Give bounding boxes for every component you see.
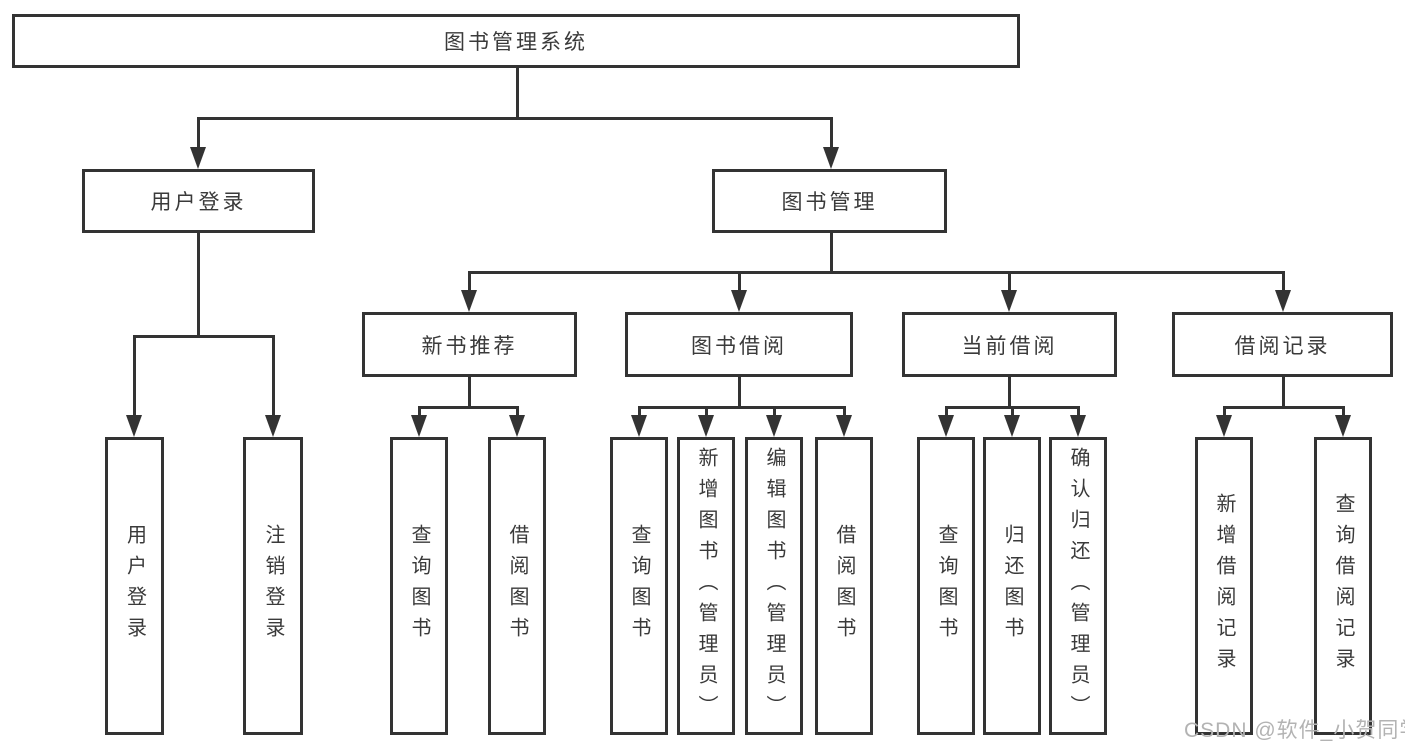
leaf-borrow-books-borrowing-label: 借阅图书 bbox=[833, 524, 855, 648]
leaf-query-books-recommend: 查询图书 bbox=[390, 437, 448, 735]
node-book-borrowing-label: 图书借阅 bbox=[691, 334, 787, 358]
leaf-logout: 注销登录 bbox=[243, 437, 303, 735]
arrowhead-down-icon bbox=[1335, 415, 1351, 437]
node-book-borrowing: 图书借阅 bbox=[625, 312, 853, 377]
connector-arrow-shaft bbox=[196, 118, 200, 161]
leaf-add-borrow-record-label: 新增借阅记录 bbox=[1213, 493, 1235, 679]
leaf-return-books-label: 归还图书 bbox=[1001, 524, 1023, 648]
connector-recommend-split bbox=[417, 405, 519, 409]
arrowhead-down-icon bbox=[461, 290, 477, 312]
node-new-book-recommend: 新书推荐 bbox=[362, 312, 577, 377]
arrowhead-down-icon bbox=[1001, 290, 1017, 312]
arrowhead-down-icon bbox=[1070, 415, 1086, 437]
leaf-query-books-current-label: 查询图书 bbox=[935, 524, 957, 648]
leaf-confirm-return-admin: 确认归还（管理员） bbox=[1049, 437, 1107, 735]
arrowhead-down-icon bbox=[265, 415, 281, 437]
leaf-query-borrow-record: 查询借阅记录 bbox=[1314, 437, 1372, 735]
connector-arrow-shaft bbox=[467, 272, 471, 304]
node-root: 图书管理系统 bbox=[12, 14, 1020, 68]
leaf-add-borrow-record: 新增借阅记录 bbox=[1195, 437, 1253, 735]
leaf-logout-label: 注销登录 bbox=[262, 524, 284, 648]
connector-user-login-stem bbox=[196, 233, 200, 336]
leaf-query-borrow-record-label: 查询借阅记录 bbox=[1332, 493, 1354, 679]
watermark: CSDN @软件_小贺同学 bbox=[1184, 719, 1405, 742]
connector-root-stem bbox=[515, 68, 519, 118]
arrowhead-down-icon bbox=[1275, 290, 1291, 312]
connector-arrow-shaft bbox=[1281, 272, 1285, 304]
connector-records-split bbox=[1222, 405, 1345, 409]
leaf-query-books-recommend-label: 查询图书 bbox=[408, 524, 430, 648]
connector-arrow-shaft bbox=[829, 118, 833, 161]
connector-arrow-shaft bbox=[271, 336, 275, 429]
connector-arrow-shaft bbox=[132, 336, 136, 429]
leaf-borrow-books-borrowing: 借阅图书 bbox=[815, 437, 873, 735]
arrowhead-down-icon bbox=[823, 147, 839, 169]
arrowhead-down-icon bbox=[836, 415, 852, 437]
node-user-login-label: 用户登录 bbox=[150, 191, 247, 214]
leaf-borrow-books-recommend: 借阅图书 bbox=[488, 437, 546, 735]
node-new-book-recommend-label: 新书推荐 bbox=[421, 334, 518, 358]
connector-user-login-split bbox=[132, 334, 275, 338]
node-current-borrowing-label: 当前借阅 bbox=[961, 334, 1058, 358]
node-current-borrowing: 当前借阅 bbox=[902, 312, 1117, 377]
node-borrow-records: 借阅记录 bbox=[1172, 312, 1393, 377]
connector-arrow-shaft bbox=[737, 272, 741, 304]
leaf-add-book-admin-label: 新增图书（管理员） bbox=[695, 446, 717, 726]
connector-recommend-stem bbox=[467, 377, 471, 407]
connector-arrow-shaft bbox=[1007, 272, 1011, 304]
arrowhead-down-icon bbox=[731, 290, 747, 312]
leaf-query-books-borrowing-label: 查询图书 bbox=[628, 524, 650, 648]
node-root-label: 图书管理系统 bbox=[444, 31, 588, 54]
leaf-query-books-current: 查询图书 bbox=[917, 437, 975, 735]
arrowhead-down-icon bbox=[1004, 415, 1020, 437]
node-borrow-records-label: 借阅记录 bbox=[1234, 334, 1331, 358]
node-book-management: 图书管理 bbox=[712, 169, 947, 233]
connector-current-stem bbox=[1007, 377, 1011, 407]
arrowhead-down-icon bbox=[766, 415, 782, 437]
leaf-add-book-admin: 新增图书（管理员） bbox=[677, 437, 735, 735]
node-book-management-label: 图书管理 bbox=[781, 191, 878, 214]
leaf-user-login-label: 用户登录 bbox=[123, 524, 146, 648]
node-user-login: 用户登录 bbox=[82, 169, 315, 233]
arrowhead-down-icon bbox=[509, 415, 525, 437]
connector-book-management-split bbox=[467, 270, 1285, 274]
connector-root-split bbox=[196, 116, 833, 120]
leaf-confirm-return-admin-label: 确认归还（管理员） bbox=[1067, 446, 1089, 726]
leaf-query-books-borrowing: 查询图书 bbox=[610, 437, 668, 735]
connector-borrowing-stem bbox=[737, 377, 741, 407]
arrowhead-down-icon bbox=[1216, 415, 1232, 437]
connector-records-stem bbox=[1281, 377, 1285, 407]
leaf-user-login: 用户登录 bbox=[105, 437, 164, 735]
leaf-edit-book-admin-label: 编辑图书（管理员） bbox=[763, 446, 785, 726]
connector-borrowing-split bbox=[637, 405, 846, 409]
arrowhead-down-icon bbox=[411, 415, 427, 437]
arrowhead-down-icon bbox=[126, 415, 142, 437]
arrowhead-down-icon bbox=[190, 147, 206, 169]
leaf-return-books: 归还图书 bbox=[983, 437, 1041, 735]
arrowhead-down-icon bbox=[938, 415, 954, 437]
arrowhead-down-icon bbox=[631, 415, 647, 437]
connector-book-management-stem bbox=[829, 233, 833, 272]
arrowhead-down-icon bbox=[698, 415, 714, 437]
leaf-edit-book-admin: 编辑图书（管理员） bbox=[745, 437, 803, 735]
leaf-borrow-books-recommend-label: 借阅图书 bbox=[506, 524, 528, 648]
